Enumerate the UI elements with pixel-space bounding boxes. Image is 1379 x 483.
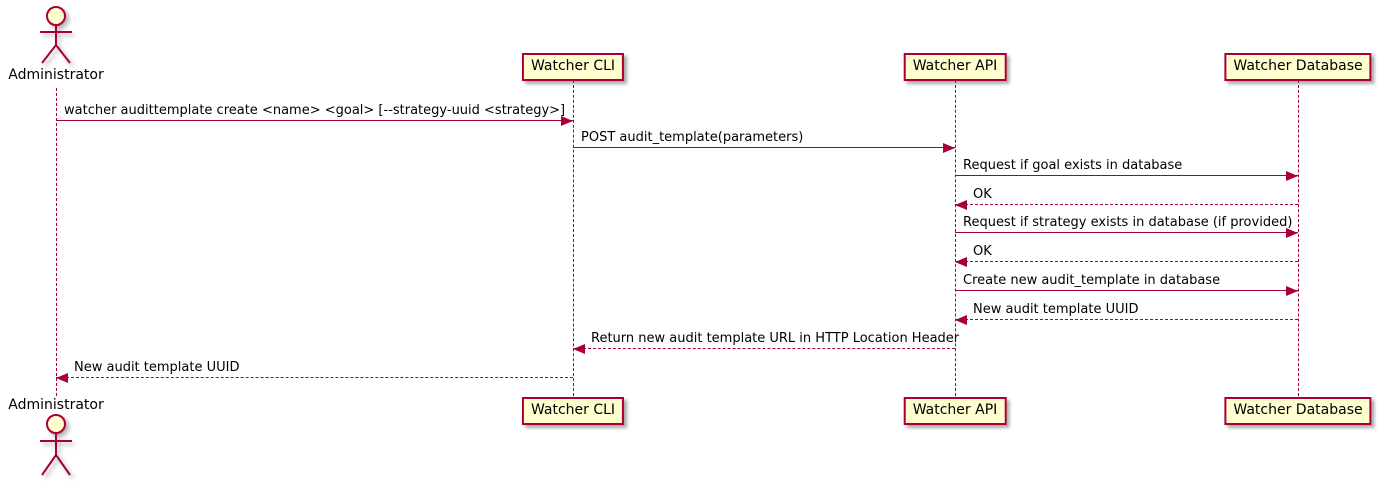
participant-watcher-database-bottom: Watcher Database [1224, 397, 1372, 425]
arrowhead-left-icon [955, 315, 967, 325]
actor-icon [40, 6, 72, 64]
message-line [955, 232, 1298, 233]
message-label: Return new audit template URL in HTTP Lo… [591, 331, 960, 346]
lifeline-administrator [56, 88, 57, 396]
message-post-audit-template: POST audit_template(parameters) [573, 128, 955, 153]
actor-label-bottom: Administrator [8, 397, 104, 413]
message-label: watcher audittemplate create <name> <goa… [64, 103, 566, 118]
message-label: Request if goal exists in database [963, 158, 1183, 173]
message-new-uuid-db: New audit template UUID [955, 300, 1298, 325]
message-label: New audit template UUID [973, 302, 1139, 317]
message-line [955, 204, 1298, 205]
actor-icon [40, 414, 72, 476]
arrowhead-right-icon [561, 116, 573, 126]
message-label: OK [973, 187, 992, 202]
actor-label-top: Administrator [8, 67, 104, 83]
message-line [955, 319, 1298, 320]
participant-watcher-cli-top: Watcher CLI [521, 53, 625, 81]
arrowhead-right-icon [943, 143, 955, 153]
message-ok-strategy: OK [955, 242, 1298, 267]
arrowhead-right-icon [1286, 286, 1298, 296]
arrowhead-left-icon [955, 200, 967, 210]
message-line [56, 377, 573, 378]
arrowhead-left-icon [56, 373, 68, 383]
message-label: New audit template UUID [74, 360, 240, 375]
message-line [573, 147, 955, 148]
message-label: POST audit_template(parameters) [581, 130, 804, 145]
message-create-audittemplate: watcher audittemplate create <name> <goa… [56, 101, 573, 126]
message-line [573, 348, 955, 349]
message-return-url-location-header: Return new audit template URL in HTTP Lo… [573, 329, 959, 354]
message-label: Request if strategy exists in database (… [963, 215, 1293, 230]
message-request-strategy-exists: Request if strategy exists in database (… [955, 213, 1298, 238]
arrowhead-left-icon [955, 257, 967, 267]
message-ok-goal: OK [955, 185, 1298, 210]
message-label: Create new audit_template in database [963, 273, 1221, 288]
message-line [955, 175, 1298, 176]
lifeline-watcher-api [955, 80, 956, 396]
message-new-uuid-admin: New audit template UUID [56, 358, 573, 383]
arrowhead-right-icon [1286, 228, 1298, 238]
arrowhead-right-icon [1286, 171, 1298, 181]
message-label: OK [973, 244, 992, 259]
participant-watcher-cli-bottom: Watcher CLI [521, 397, 625, 425]
arrowhead-left-icon [573, 344, 585, 354]
participant-watcher-database-top: Watcher Database [1224, 53, 1372, 81]
message-request-goal-exists: Request if goal exists in database [955, 156, 1298, 181]
message-line [56, 120, 573, 121]
participant-watcher-api-top: Watcher API [903, 53, 1007, 81]
lifeline-watcher-database [1298, 80, 1299, 396]
message-create-in-database: Create new audit_template in database [955, 271, 1298, 296]
message-line [955, 261, 1298, 262]
message-line [955, 290, 1298, 291]
participant-watcher-api-bottom: Watcher API [903, 397, 1007, 425]
lifeline-watcher-cli [573, 80, 574, 396]
